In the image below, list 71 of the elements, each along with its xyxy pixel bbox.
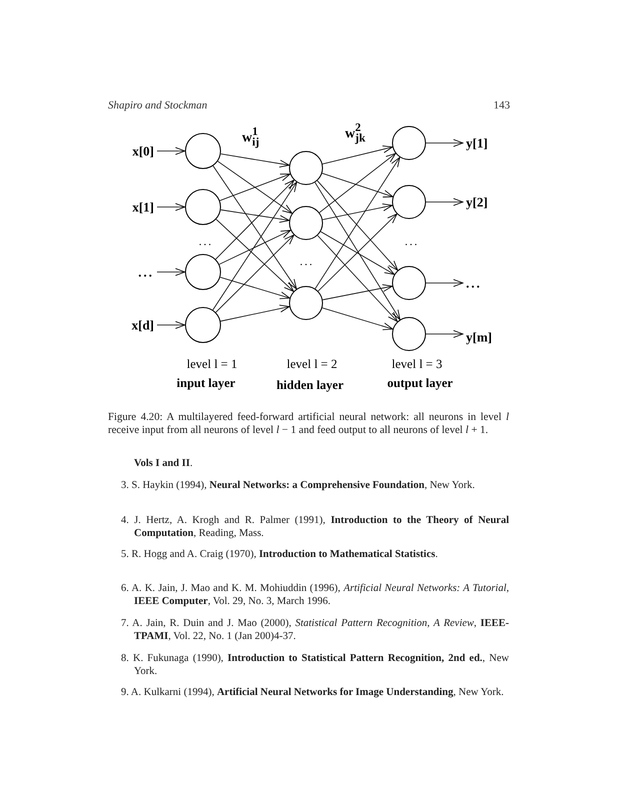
arrow [426,279,464,287]
output-label: y[1] [466,136,488,150]
arrow [319,153,396,213]
reference-entry: 7. A. Jain, R. Duin and J. Mao (2000), Statistical Pattern Recognition, A Review, IEEE-TPAMI, Vol. 22, No. 1 (Jan 200)4-37. [121,618,509,643]
input-label: x[0] [132,144,154,158]
neuron-circle [392,126,426,160]
neuron-circle [392,317,426,351]
reference-entry: 9. A. Kulkarni (1994), Artificial Neural Networks for Image Understanding, New York. [121,687,505,700]
output-label: y[2] [466,194,488,210]
neuron-circle [185,189,221,225]
arrow [216,218,294,292]
ellipsis: ... [198,236,214,248]
input-label: x[d] [132,318,154,332]
reference-entry: 3. S. Haykin (1994), Neural Networks: a Comprehensive Foundation, New York. [121,480,476,492]
arrow [316,180,398,271]
arrow [215,234,294,313]
figure-caption: Figure 4.20: A multilayered feed-forward artificial neural network: all neurons in level l receive input from all neurons of level l − 1 and feed output to all neurons of level l + 1. [108,411,509,437]
arrow [220,304,290,322]
page-number: 143 [494,100,510,112]
neuron-circle [289,286,323,320]
running-head: Shapiro and Stockman [108,100,208,112]
arrow [215,180,294,260]
reference-entry: 4. J. Hertz, A. Krogh and R. Palmer (1991), Introduction to the Theory of Neural Computation, Reading, Mass. [121,515,509,540]
arrow [212,182,298,310]
arrow [322,284,393,300]
neuron-circle [289,151,323,185]
arrow [314,182,400,320]
reference-entry: Vols I and II. [134,458,193,470]
input-label: ... [138,264,154,280]
arrow [317,235,398,322]
arrow [322,308,394,330]
reference-entry: 6. A. K. Jain, J. Mao and K. M. Mohiuddin (1996), Artificial Neural Networks: A Tutorial, IEEE Computer, Vol. 29, No. 3, March 1996. [121,583,509,608]
input-label: x[1] [132,200,154,214]
layer-label: hidden layer [276,378,344,392]
arrow [322,203,393,220]
arrow [426,330,464,338]
neuron-circle [392,185,426,219]
arrow [219,174,290,201]
arrow [212,166,297,290]
ellipsis: ... [300,256,314,268]
output-label: ... [466,276,482,290]
neuron-circle [289,206,323,240]
arrow [220,209,290,223]
arrow [314,156,400,290]
arrow [318,214,398,292]
arrow [220,154,290,168]
ellipsis: ... [404,236,420,248]
output-label: y[m] [466,330,492,344]
arrow [156,268,186,276]
neuron-circle [185,254,221,290]
reference-entry: 5. R. Hogg and A. Craig (1970), Introduction to Mathematical Statistics. [121,549,439,562]
neuron-circle [392,266,426,300]
arrow [156,203,186,211]
reference-entry: 8. K. Fukunaga (1990), Introduction to Statistical Pattern Recognition, 2nd ed., New York. [121,653,509,678]
neuron-circle [185,133,221,169]
arrow [426,139,464,147]
level-label: level l = 3 [392,357,442,371]
arrow [322,172,394,198]
arrow [218,230,291,265]
arrow [217,160,292,214]
neuron-circle [185,307,221,343]
arrow [322,145,393,164]
arrow [156,321,186,329]
layer-label: input layer [176,376,236,390]
layer-label: output layer [387,376,453,390]
level-label: level l = 1 [186,357,238,371]
arrow [426,198,464,206]
arrow [320,231,395,275]
level-label: level l = 2 [286,357,338,371]
arrow [156,147,186,155]
arrow [220,276,290,300]
